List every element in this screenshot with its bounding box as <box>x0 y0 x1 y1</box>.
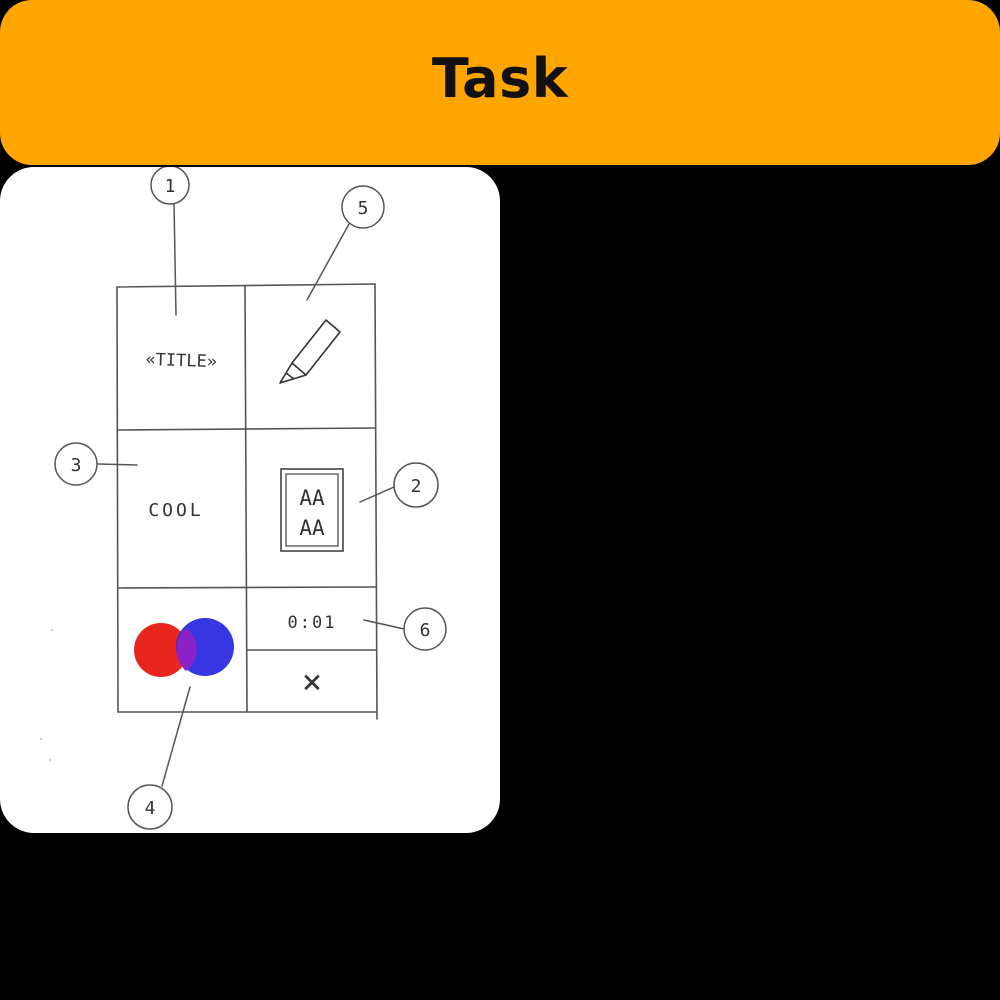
timer-text: 0:01 <box>288 613 337 633</box>
callout-1: 1 <box>150 167 190 205</box>
wireframe-frame <box>116 283 378 720</box>
title-text: «TITLE» <box>145 350 217 372</box>
timer-cell: 0:01 <box>288 613 337 633</box>
callout-leaders <box>97 202 405 787</box>
svg-text:3: 3 <box>71 455 82 476</box>
font-size-icon: AA AA <box>280 468 344 552</box>
task-banner: Task <box>0 0 1000 165</box>
cool-cell: COOL <box>148 500 203 521</box>
color-cell <box>134 618 234 677</box>
callout-3: 3 <box>54 442 98 486</box>
svg-text:2: 2 <box>411 476 422 497</box>
font-size-cell: AA AA <box>280 468 344 552</box>
paper-specks <box>40 629 53 761</box>
pencil-cell <box>279 319 341 384</box>
svg-text:1: 1 <box>165 176 176 197</box>
title-cell: «TITLE» <box>145 350 217 372</box>
pencil-icon <box>279 319 341 384</box>
font-icon-line-1: AA <box>299 486 325 510</box>
callout-6: 6 <box>403 607 447 651</box>
callout-5: 5 <box>341 185 385 229</box>
callout-4: 4 <box>127 784 173 830</box>
sketch-card: «TITLE» COOL AA AA <box>0 167 500 833</box>
wireframe-sketch: «TITLE» COOL AA AA <box>40 167 447 830</box>
svg-text:4: 4 <box>145 798 156 819</box>
close-cell: × <box>302 662 322 702</box>
font-icon-line-2: AA <box>299 516 325 540</box>
red-circle <box>134 623 188 677</box>
banner-title: Task <box>431 47 569 110</box>
overlap-lens <box>176 628 197 671</box>
callout-2: 2 <box>393 462 439 508</box>
cool-text: COOL <box>148 500 203 521</box>
svg-text:6: 6 <box>420 620 431 641</box>
close-icon: × <box>302 662 322 702</box>
svg-text:5: 5 <box>358 198 369 219</box>
